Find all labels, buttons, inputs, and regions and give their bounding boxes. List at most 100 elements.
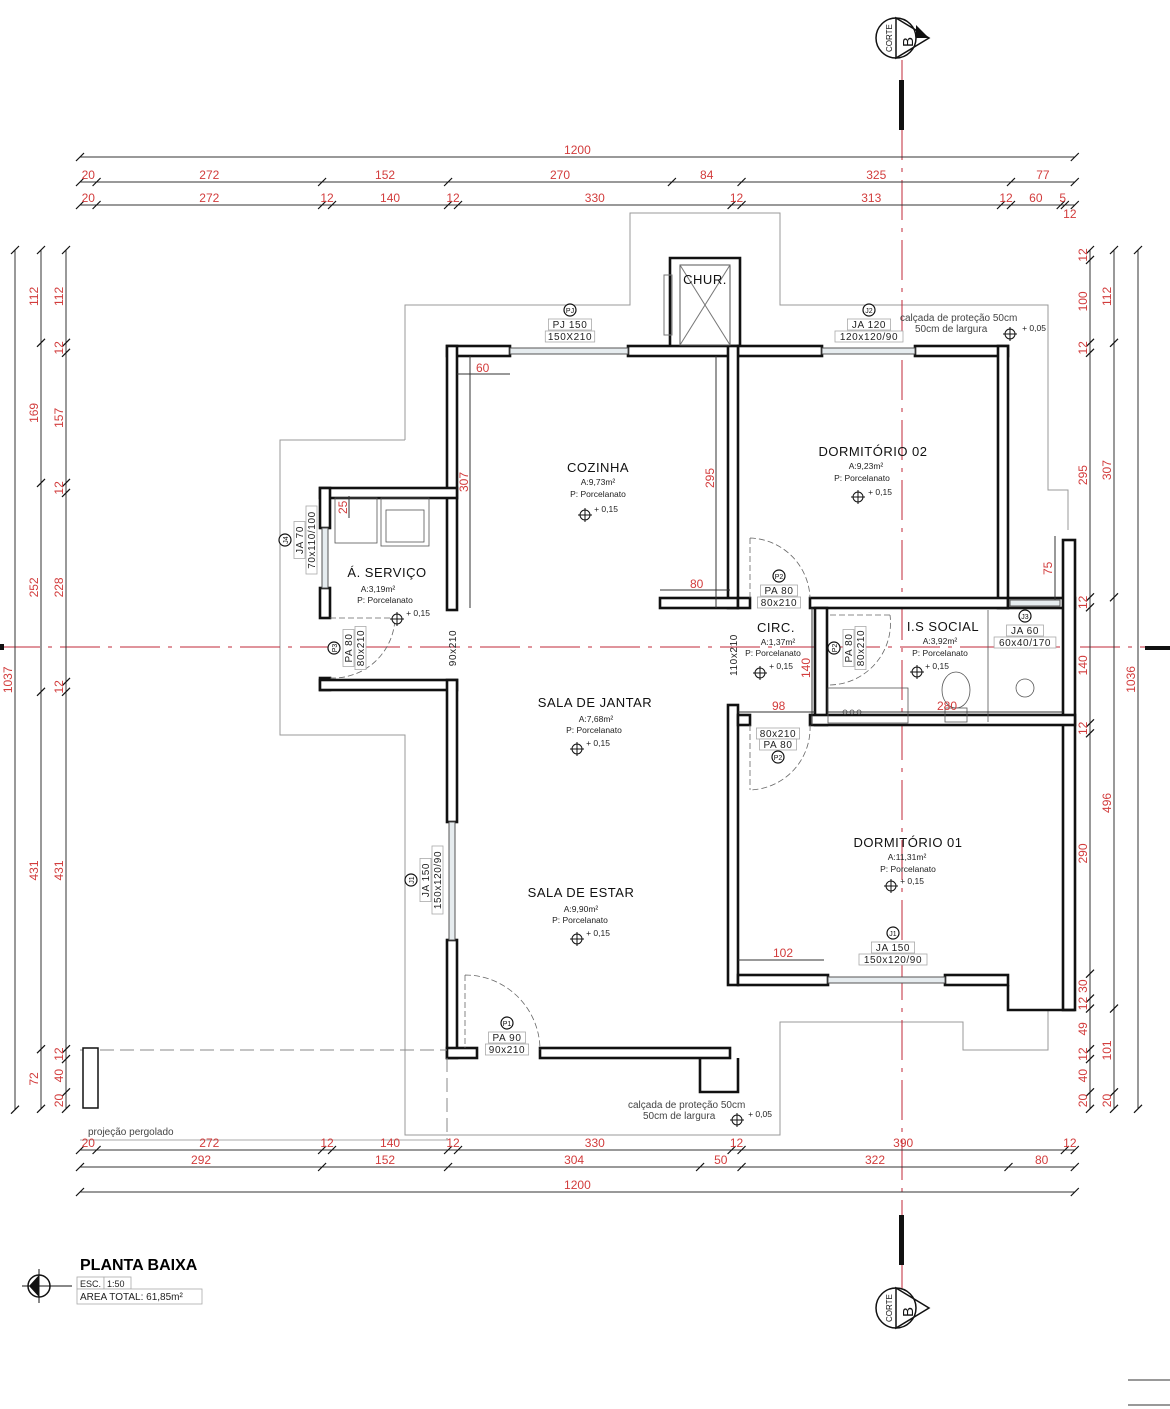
scale-value: 1:50: [107, 1279, 125, 1289]
dimension-tick: [443, 1145, 453, 1155]
dimension-tick: [36, 245, 46, 255]
dimension-tick: [443, 1162, 453, 1172]
opening-code: P3: [332, 644, 339, 653]
opening-code-icon: [827, 641, 841, 655]
dimension-tick: [1056, 200, 1066, 210]
dimension-label: 252: [27, 577, 41, 597]
room-area: A:3,92m²: [923, 636, 958, 646]
dimension-tick: [1085, 348, 1095, 358]
dimension-tick: [1085, 602, 1095, 612]
note-line1: calçada de proteção 50cm: [900, 313, 1017, 324]
opening-type: PA 80: [344, 634, 355, 663]
north-arrow-icon: [22, 1269, 72, 1303]
opening-type-box: [488, 1031, 526, 1044]
opening-type-box: [759, 738, 797, 751]
opening-code: J3: [1021, 614, 1029, 621]
dimension-label: 292: [191, 1153, 211, 1167]
dimension-tick: [317, 1145, 327, 1155]
dimension-tick: [317, 1162, 327, 1172]
dimension-tick: [1085, 728, 1095, 738]
dimension-label: 84: [700, 168, 714, 182]
windows: [321, 347, 1061, 984]
dimension-tick: [61, 245, 71, 255]
dimension-label: 12: [52, 481, 66, 495]
dimension-label: 1037: [1, 666, 15, 693]
dimension-label: 152: [375, 1153, 395, 1167]
dimension-tick: [61, 1104, 71, 1114]
opening-type: PA 80: [844, 634, 855, 663]
title-block: PLANTA BAIXA ESC. 1:50 AREA TOTAL: 61,85…: [22, 1257, 203, 1305]
dimension-tick: [61, 488, 71, 498]
room-level: + 0,15: [769, 661, 793, 671]
dimension-label: 270: [550, 168, 570, 182]
dimension-tick: [61, 687, 71, 697]
opening-code-icon: [772, 569, 786, 583]
opening-size-box: [544, 330, 596, 343]
dimension-label: 228: [52, 577, 66, 597]
dimension-label: 12: [1076, 1047, 1090, 1061]
opening-type: JA 150: [876, 943, 910, 954]
dimension-label: 12: [52, 680, 66, 694]
dimension-label: 431: [52, 860, 66, 880]
dimension-tick: [317, 177, 327, 187]
dimension-label: 12: [1076, 997, 1090, 1011]
dimension-label: 1036: [1124, 666, 1138, 693]
opening-size: 80x210: [761, 598, 797, 609]
section-letter: B: [900, 1307, 917, 1317]
dimension-tick: [1070, 152, 1080, 162]
section-cut-bar-top: [899, 80, 904, 130]
dimension-tick: [737, 200, 746, 210]
opening-type: JA 150: [421, 863, 432, 897]
dimension-label: 40: [52, 1069, 66, 1083]
inner-dimensions: 60 307 295 80 25 75 140 98 280 102: [336, 356, 1063, 961]
dimension-label: 12: [1063, 1136, 1077, 1150]
opening-size-box: [834, 330, 904, 343]
dimension-tick: [1085, 1044, 1095, 1054]
dim-label: 75: [1041, 561, 1055, 575]
room-name: SALA DE JANTAR: [538, 695, 652, 710]
dimension-label: 5: [1059, 191, 1066, 205]
room-level: + 0,15: [925, 661, 949, 671]
level-marker-icon: [570, 742, 584, 756]
level-marker-icon: [910, 665, 924, 679]
opening-code-icon: [500, 1016, 514, 1030]
dimension-label: 290: [1076, 843, 1090, 863]
dimension-label: 272: [199, 168, 219, 182]
dimension-label: 157: [52, 408, 66, 428]
shower: [1015, 678, 1035, 698]
dimension-tick: [1109, 338, 1119, 348]
dimension-tick: [1085, 1004, 1095, 1013]
room-level: + 0,15: [900, 876, 924, 886]
dimension-label: 12: [1076, 341, 1090, 355]
dimension-label: 12: [730, 191, 744, 205]
scale-label: ESC.: [80, 1279, 101, 1289]
dimension-tick: [1070, 177, 1080, 187]
dimension-label: 322: [865, 1153, 885, 1167]
room-area: A:1,37m²: [761, 637, 796, 647]
dimension-tick: [1085, 1104, 1095, 1114]
passage-label: 110x210: [729, 634, 740, 676]
dimension-label: 30: [1076, 979, 1090, 993]
dimension-tick: [1070, 1145, 1080, 1155]
dimension-tick: [10, 245, 20, 255]
opening-type-box: [760, 584, 798, 597]
note-line1: calçada de proteção 50cm: [628, 1100, 745, 1111]
dimension-tick: [61, 478, 71, 488]
dimension-label: 12: [730, 1136, 744, 1150]
dimension-tick: [36, 338, 46, 348]
level-marker-icon: [884, 879, 898, 893]
dimension-label: 304: [564, 1153, 584, 1167]
dimension-label: 272: [199, 1136, 219, 1150]
room-dormitorio-01: DORMITÓRIO 01 A:11,31m² P: Porcelanato +…: [853, 835, 962, 893]
dimension-label: 50: [714, 1153, 728, 1167]
opening-size-box: [354, 625, 367, 671]
opening-type-box: [842, 629, 855, 667]
dim-label: 140: [799, 658, 813, 678]
dimension-label: 12: [52, 341, 66, 355]
dim-label: 25: [336, 500, 350, 514]
